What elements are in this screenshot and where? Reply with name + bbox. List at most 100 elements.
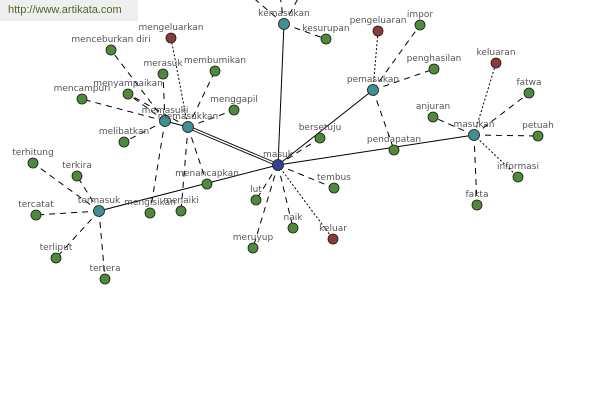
node-lut[interactable]: lut <box>250 185 262 206</box>
node-membumikan[interactable]: membumikan <box>184 56 246 77</box>
node-label: terhitung <box>12 148 53 158</box>
node-memasukkan[interactable]: memasukkan <box>158 112 218 133</box>
node-fakta[interactable]: fakta <box>466 190 489 211</box>
node-masuk[interactable]: masuk <box>263 150 294 171</box>
node-pendapatan[interactable]: pendapatan <box>367 135 421 156</box>
node-leaf-icon[interactable] <box>122 88 134 100</box>
edge-masuk-keluar <box>277 164 334 240</box>
node-leaf-icon[interactable] <box>512 171 524 183</box>
node-label: tercatat <box>18 200 54 210</box>
edge-memasukkan-mengeluarkan <box>170 37 189 128</box>
node-leaf-icon[interactable] <box>247 242 259 254</box>
node-kemasukan[interactable]: kemasukan <box>258 9 310 30</box>
node-leaf-icon[interactable] <box>287 222 299 234</box>
node-leaf-icon[interactable] <box>50 252 62 264</box>
node-tembus[interactable]: tembus <box>317 173 351 194</box>
node-label: keluaran <box>476 48 515 58</box>
node-leaf-icon[interactable] <box>388 144 400 156</box>
node-termasuk[interactable]: termasuk <box>78 196 121 217</box>
node-hub-icon[interactable] <box>93 205 105 217</box>
node-keluaran[interactable]: keluaran <box>476 48 516 69</box>
node-negative-icon[interactable] <box>372 25 384 37</box>
node-merasuk[interactable]: merasuk <box>143 59 183 80</box>
node-label: menggapil <box>210 95 258 105</box>
node-anjuran[interactable]: anjuran <box>416 102 450 123</box>
node-hub-icon[interactable] <box>159 115 171 127</box>
edge-pemasukan-impor <box>372 24 421 91</box>
node-center-icon[interactable] <box>272 159 284 171</box>
node-terhitung[interactable]: terhitung <box>12 148 54 169</box>
node-naik[interactable]: naik <box>284 213 304 234</box>
node-menyampaikan[interactable]: menyampaikan <box>93 79 163 100</box>
node-label: meruyup <box>233 233 274 243</box>
node-label: menancapkan <box>175 169 239 179</box>
node-mengisikan[interactable]: mengisikan <box>124 198 176 219</box>
node-label: menaiki <box>163 196 199 206</box>
node-leaf-icon[interactable] <box>328 182 340 194</box>
node-leaf-icon[interactable] <box>228 104 240 116</box>
node-fatwa[interactable]: fatwa <box>516 78 542 99</box>
watermark: http://www.artikata.com <box>0 0 138 21</box>
node-hub-icon[interactable] <box>468 129 480 141</box>
node-mencampuri[interactable]: mencampuri <box>54 84 111 105</box>
node-terliput[interactable]: terliput <box>40 243 73 264</box>
node-leaf-icon[interactable] <box>201 178 213 190</box>
node-leaf-icon[interactable] <box>27 157 39 169</box>
node-leaf-icon[interactable] <box>99 273 111 285</box>
node-hub-icon[interactable] <box>278 18 290 30</box>
node-leaf-icon[interactable] <box>175 205 187 217</box>
node-label: impor <box>407 10 433 20</box>
node-keluar[interactable]: keluar <box>319 224 347 245</box>
node-label: termasuk <box>78 196 121 206</box>
node-negative-icon[interactable] <box>327 233 339 245</box>
node-informasi[interactable]: informasi <box>497 162 539 183</box>
node-menggapil[interactable]: menggapil <box>210 95 258 116</box>
node-leaf-icon[interactable] <box>76 93 88 105</box>
node-leaf-icon[interactable] <box>250 194 262 206</box>
node-petuah[interactable]: petuah <box>522 121 554 142</box>
node-tertera[interactable]: tertera <box>89 264 121 285</box>
node-leaf-icon[interactable] <box>157 68 169 80</box>
node-leaf-icon[interactable] <box>523 87 535 99</box>
edge-kemasukan-up1 <box>255 0 285 25</box>
node-pemasukan[interactable]: pemasukan <box>347 75 399 96</box>
node-leaf-icon[interactable] <box>314 132 326 144</box>
node-kesurupan[interactable]: kesurupan <box>302 24 350 45</box>
node-impor[interactable]: impor <box>407 10 433 31</box>
node-leaf-icon[interactable] <box>144 207 156 219</box>
node-negative-icon[interactable] <box>490 57 502 69</box>
node-label: petuah <box>522 121 554 131</box>
node-leaf-icon[interactable] <box>320 33 332 45</box>
node-mengeluarkan[interactable]: mengeluarkan <box>139 23 204 44</box>
node-menceburkan[interactable]: menceburkan diri <box>71 35 151 56</box>
node-leaf-icon[interactable] <box>428 63 440 75</box>
node-negative-icon[interactable] <box>165 32 177 44</box>
node-masukan[interactable]: masukan <box>454 120 495 141</box>
node-leaf-icon[interactable] <box>471 199 483 211</box>
node-meruyup[interactable]: meruyup <box>233 233 274 254</box>
node-leaf-icon[interactable] <box>105 44 117 56</box>
edge-termasuk-terkira <box>76 175 100 212</box>
node-terkira[interactable]: terkira <box>62 161 92 182</box>
node-leaf-icon[interactable] <box>30 209 42 221</box>
node-leaf-icon[interactable] <box>209 65 221 77</box>
node-memasuki[interactable]: memasuki <box>142 106 189 127</box>
node-leaf-icon[interactable] <box>532 130 544 142</box>
node-label: pengeluaran <box>350 16 407 26</box>
node-label: keluar <box>319 224 347 234</box>
node-leaf-icon[interactable] <box>414 19 426 31</box>
node-penghasilan[interactable]: penghasilan <box>407 54 462 75</box>
node-leaf-icon[interactable] <box>71 170 83 182</box>
node-menaiki[interactable]: menaiki <box>163 196 199 217</box>
node-hub-icon[interactable] <box>182 121 194 133</box>
node-leaf-icon[interactable] <box>427 111 439 123</box>
node-pengeluaran[interactable]: pengeluaran <box>350 16 407 37</box>
node-tercatat[interactable]: tercatat <box>18 200 54 221</box>
node-melibatkan[interactable]: melibatkan <box>99 127 149 148</box>
node-leaf-icon[interactable] <box>118 136 130 148</box>
node-label: penghasilan <box>407 54 462 64</box>
node-hub-icon[interactable] <box>367 84 379 96</box>
node-menancapkan[interactable]: menancapkan <box>175 169 239 190</box>
node-bersetuju[interactable]: bersetuju <box>299 123 342 144</box>
